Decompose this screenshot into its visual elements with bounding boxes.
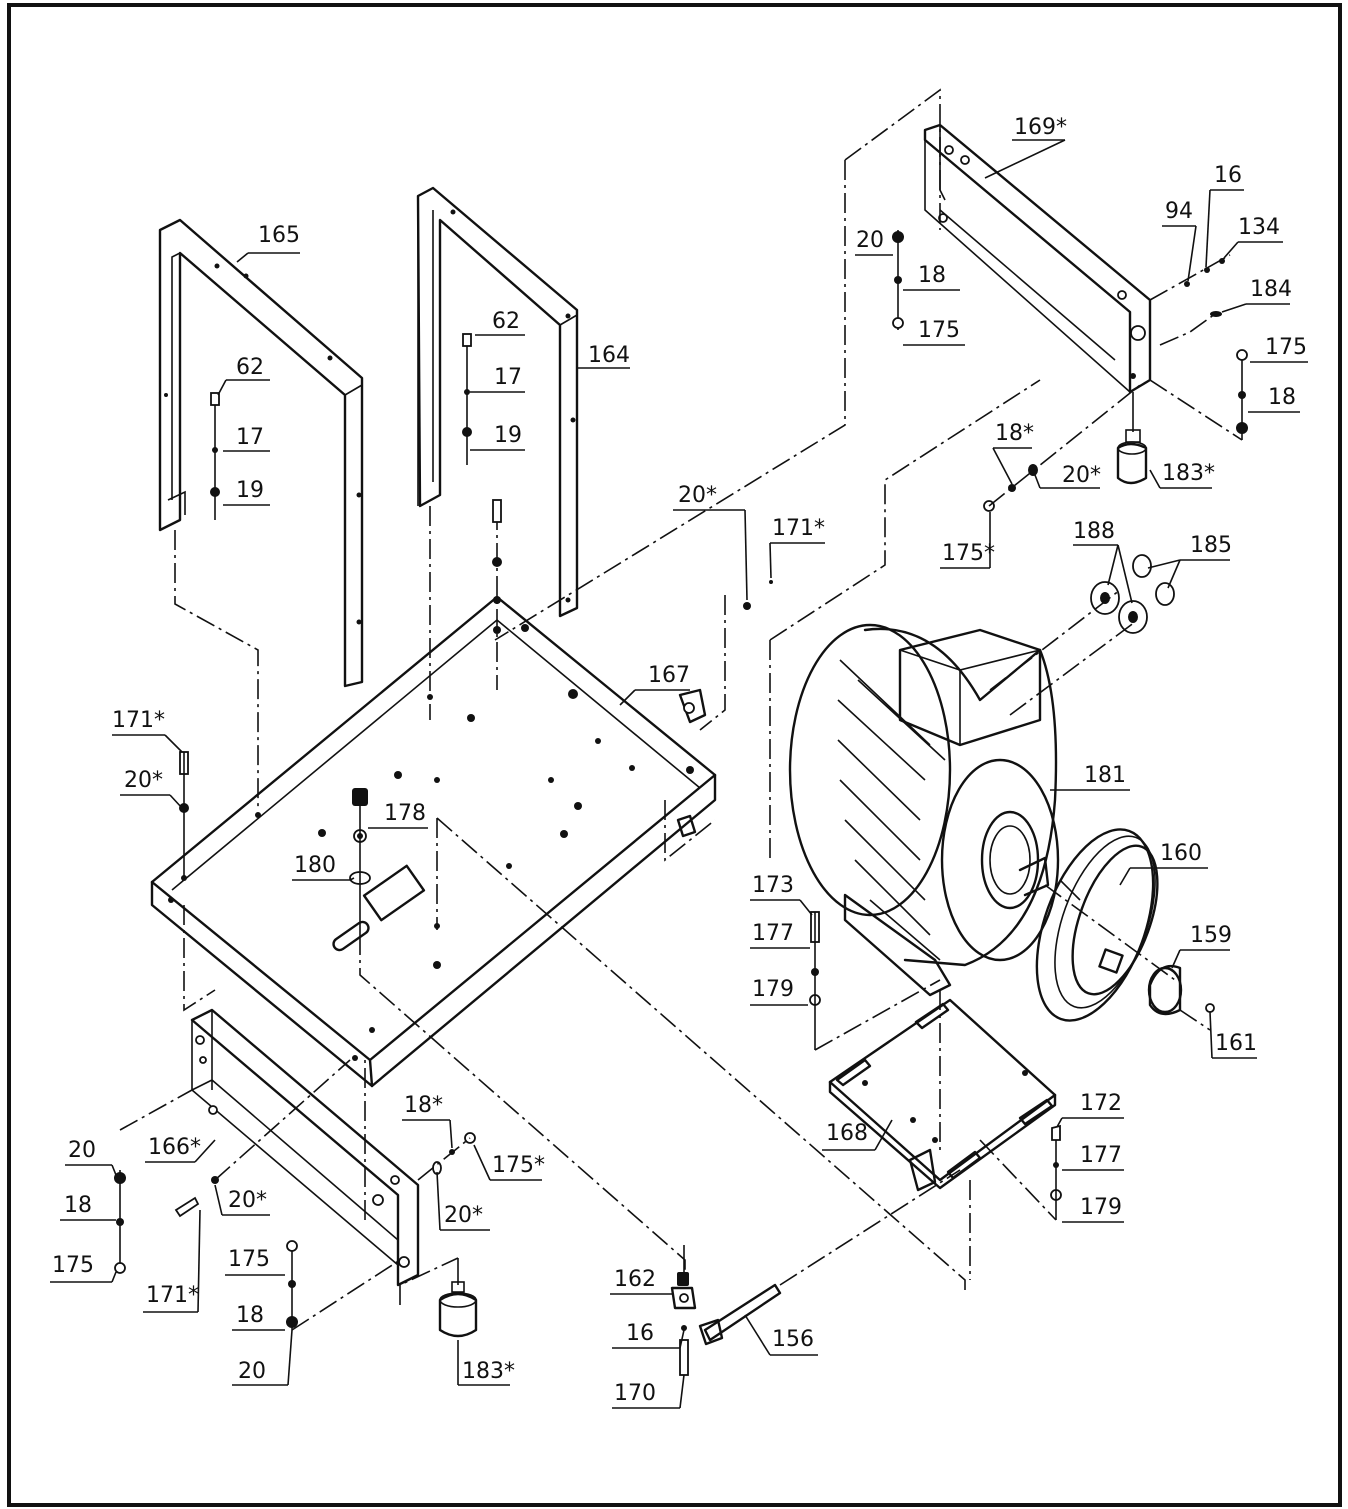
label-168: 168 (826, 1121, 868, 1146)
label-175-star-bottom: 175* (492, 1153, 545, 1178)
bolt-stack-178 (349, 788, 686, 1280)
bolt-middle-star (699, 580, 773, 731)
bolt-stack-top (892, 230, 904, 330)
label-20-star-middle: 20* (678, 483, 717, 508)
label-169: 169* (1014, 115, 1067, 140)
label-179-plate: 179 (1080, 1195, 1122, 1220)
label-185: 185 (1190, 533, 1232, 558)
label-183-top: 183* (1162, 461, 1215, 486)
leader-lines (50, 139, 1308, 1409)
motor-181 (788, 623, 1081, 997)
label-175-bottom-mid: 175 (228, 1247, 270, 1272)
label-181: 181 (1084, 763, 1126, 788)
bolt-stack-star-top (983, 384, 1141, 512)
label-18-bottom: 18 (64, 1193, 92, 1218)
label-166: 166* (148, 1135, 201, 1160)
label-183-bottom: 183* (462, 1359, 515, 1384)
bolt-stack-bottom-left (114, 1089, 193, 1274)
label-160: 160 (1160, 841, 1202, 866)
label-184: 184 (1250, 277, 1292, 302)
label-180: 180 (294, 853, 336, 878)
rubber-foot-183-top (1116, 392, 1148, 485)
frame-164 (416, 186, 579, 720)
label-20-star-bottom: 20* (228, 1188, 267, 1213)
label-62-left: 62 (236, 355, 264, 380)
frame-165 (158, 218, 364, 810)
bolt-stack-right (1149, 349, 1248, 441)
bolt-stack-bottom-star (417, 1132, 476, 1181)
label-18-top: 18 (918, 263, 946, 288)
tension-rod-156 (670, 1169, 961, 1376)
bolt-stack-left-star (179, 751, 189, 880)
label-20-star-bottom-right: 20* (444, 1203, 483, 1228)
label-17-middle: 17 (494, 365, 522, 390)
label-16-top: 16 (1214, 163, 1242, 188)
label-134: 134 (1238, 215, 1280, 240)
label-156: 156 (772, 1327, 814, 1352)
label-62-middle: 62 (492, 309, 520, 334)
pulley-160 (1035, 828, 1176, 1022)
label-20-bottom-mid: 20 (238, 1359, 266, 1384)
label-20-star-left: 20* (124, 768, 163, 793)
label-159: 159 (1190, 923, 1232, 948)
diagram-border (7, 3, 1342, 1507)
label-18-bottom-mid: 18 (236, 1303, 264, 1328)
label-162: 162 (614, 1267, 656, 1292)
label-19-left: 19 (236, 478, 264, 503)
label-18-star-bottom: 18* (404, 1093, 443, 1118)
screw-stack-left (210, 392, 220, 520)
small-parts-right (1149, 254, 1231, 346)
label-161: 161 (1215, 1031, 1257, 1056)
label-175-top: 175 (918, 318, 960, 343)
label-171-star-left: 171* (112, 708, 165, 733)
label-170: 170 (614, 1381, 656, 1406)
base-plate-167 (150, 379, 1041, 1290)
label-175-right: 175 (1265, 335, 1307, 360)
part-labels: 165 164 62 17 19 62 17 19 169* 20 18 175… (52, 115, 1307, 1406)
fittings-188-185 (989, 554, 1175, 716)
bracket-166 (183, 905, 420, 1287)
bushing-159 (1147, 964, 1215, 1031)
label-94: 94 (1165, 199, 1193, 224)
label-20-star-top: 20* (1062, 463, 1101, 488)
label-177-motor: 177 (752, 921, 794, 946)
screw-stack-middle (462, 333, 472, 465)
bolt-bottom-171 (174, 1059, 351, 1218)
label-173: 173 (752, 873, 794, 898)
label-165: 165 (258, 223, 300, 248)
label-177-plate: 177 (1080, 1143, 1122, 1168)
label-178: 178 (384, 801, 426, 826)
label-20-bottom: 20 (68, 1138, 96, 1163)
bolt-stack-172 (979, 1124, 1062, 1221)
bolt-stack-column (492, 499, 502, 604)
label-17-left: 17 (236, 425, 264, 450)
label-18-right: 18 (1268, 385, 1296, 410)
label-171-star-bottom: 171* (146, 1283, 199, 1308)
label-175-bottom: 175 (52, 1253, 94, 1278)
label-171-star-middle: 171* (772, 516, 825, 541)
bolt-stack-bottom-mid (286, 1240, 401, 1331)
rubber-foot-183-bottom (399, 1257, 478, 1338)
label-167: 167 (648, 663, 690, 688)
label-179-motor: 179 (752, 977, 794, 1002)
label-16-bottom: 16 (626, 1321, 654, 1346)
motor-plate-168 (828, 990, 1057, 1280)
label-188: 188 (1073, 519, 1115, 544)
label-19-middle: 19 (494, 423, 522, 448)
label-164: 164 (588, 343, 630, 368)
label-172: 172 (1080, 1091, 1122, 1116)
label-20-top: 20 (856, 228, 884, 253)
bolt-stack-173 (809, 911, 941, 1051)
label-175-star-top: 175* (942, 541, 995, 566)
label-18-star-top: 18* (995, 421, 1034, 446)
